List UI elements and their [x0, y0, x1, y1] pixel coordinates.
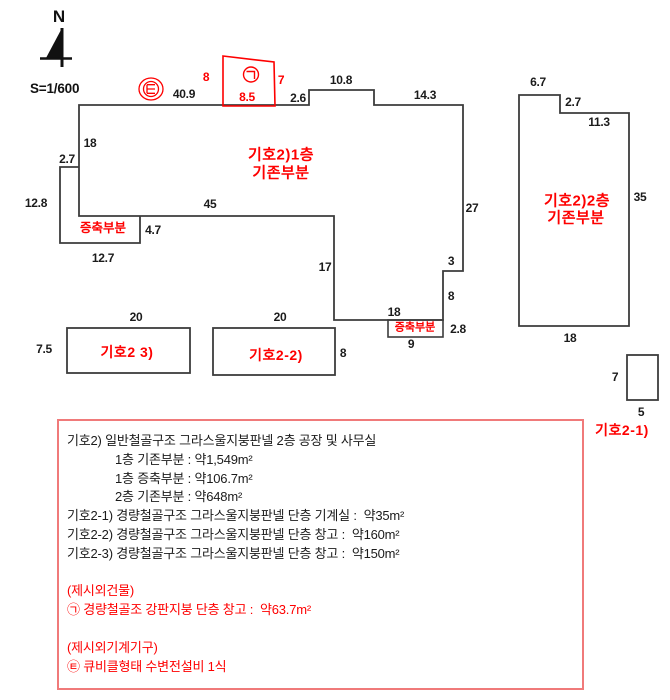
legend-box: 기호2) 일반철골구조 그라스울지붕판넬 2층 공장 및 사무실 1층 기존부분 … — [57, 419, 584, 690]
legend-line-2: 1층 기존부분 : 약1,549m² — [115, 451, 253, 467]
dim-8-right: 8 — [447, 289, 455, 303]
dim-8-5-red: 8.5 — [239, 90, 255, 104]
equipment-symbol-icon — [138, 77, 164, 101]
dim-11-3: 11.3 — [588, 115, 610, 129]
annex-building-outline — [222, 55, 276, 107]
dim-12-8: 12.8 — [24, 196, 48, 210]
building-2-2-outline — [212, 327, 336, 376]
legend-line-13: ㉫ 큐비클형태 수변전설비 1식 — [67, 658, 227, 674]
north-arrow-icon — [40, 28, 72, 67]
building-2-3-outline — [66, 327, 191, 374]
dim-10-8: 10.8 — [329, 73, 353, 87]
legend-line-11 — [67, 620, 582, 639]
dim-7-5: 7.5 — [36, 342, 52, 356]
dim-2-7-right: 2.7 — [565, 95, 581, 109]
dim-20-mid: 20 — [273, 310, 287, 324]
dim-4-7: 4.7 — [145, 223, 161, 237]
label-ext-left: 증축부분 — [79, 220, 127, 235]
label-bldg2-3: 기호2 3) — [100, 344, 154, 360]
scale-label: S=1/600 — [30, 81, 80, 96]
dim-18-right: 18 — [563, 331, 577, 345]
dim-5-small: 5 — [637, 405, 645, 419]
legend-line-8 — [67, 564, 582, 583]
dim-6-7: 6.7 — [530, 75, 546, 89]
dim-35: 35 — [633, 190, 647, 204]
legend-line-6: 기호2-2) 경량철골구조 그라스울지붕판넬 단층 창고 : 약160m² — [67, 526, 400, 542]
label-bldg2-1f-line2: 기존부분 — [252, 164, 310, 182]
label-bldg2-2f-line1: 기호2)2층 — [543, 192, 611, 210]
dim-2-6: 2.6 — [290, 91, 306, 105]
dim-14-3: 14.3 — [413, 88, 437, 102]
building-2-1-outline — [626, 354, 659, 401]
label-ext-bottom: 증축부분 — [394, 321, 436, 334]
legend-line-9: (제시외건물) — [67, 583, 135, 599]
circled-giyeok-symbol-icon — [242, 66, 260, 83]
dim-17: 17 — [318, 260, 332, 274]
dim-9: 9 — [407, 337, 415, 351]
left-extension-outline — [59, 166, 141, 244]
dim-18-bottom: 18 — [387, 305, 401, 319]
label-bldg2-1f-line1: 기호2)1층 — [247, 146, 315, 164]
label-bldg2-2f-line2: 기존부분 — [547, 209, 605, 227]
main-building-outline — [78, 89, 464, 321]
building-2f-outline — [518, 94, 630, 327]
dim-27: 27 — [465, 201, 479, 215]
dim-2-7-left: 2.7 — [59, 152, 75, 166]
label-bldg2-2: 기호2-2) — [249, 347, 303, 363]
dim-45: 45 — [203, 197, 217, 211]
dim-12-7: 12.7 — [91, 251, 115, 265]
legend-line-4: 2층 기존부분 : 약648m² — [115, 489, 243, 505]
dim-3: 3 — [447, 254, 455, 268]
dim-8-mid: 8 — [339, 346, 347, 360]
legend-lines: 기호2) 일반철골구조 그라스울지붕판넬 2층 공장 및 사무실 1층 기존부분 … — [67, 432, 582, 676]
legend-line-5: 기호2-1) 경량철골구조 그라스울지붕판넬 단층 기계실 : 약35m² — [67, 508, 405, 524]
compass-north-letter: N — [52, 7, 66, 26]
legend-line-3: 1층 증축부분 : 약106.7m² — [115, 470, 253, 486]
legend-line-1: 기호2) 일반철골구조 그라스울지붕판넬 2층 공장 및 사무실 — [67, 433, 377, 448]
dim-7-red: 7 — [277, 73, 285, 87]
dim-8-red: 8 — [202, 70, 210, 84]
legend-line-10: ㉠ 경량철골조 강판지붕 단층 창고 : 약63.7m² — [67, 602, 311, 618]
dim-7-small: 7 — [611, 370, 619, 384]
dim-40-9: 40.9 — [172, 87, 196, 101]
label-bldg2-1: 기호2-1) — [595, 422, 649, 438]
legend-line-7: 기호2-3) 경량철골구조 그라스울지붕판넬 단층 창고 : 약150m² — [67, 545, 400, 561]
bottom-extension-outline — [387, 319, 444, 338]
dim-18-left: 18 — [83, 136, 97, 150]
dim-20-left: 20 — [129, 310, 143, 324]
dim-2-8: 2.8 — [450, 322, 466, 336]
legend-line-12: (제시외기계기구) — [67, 639, 158, 655]
